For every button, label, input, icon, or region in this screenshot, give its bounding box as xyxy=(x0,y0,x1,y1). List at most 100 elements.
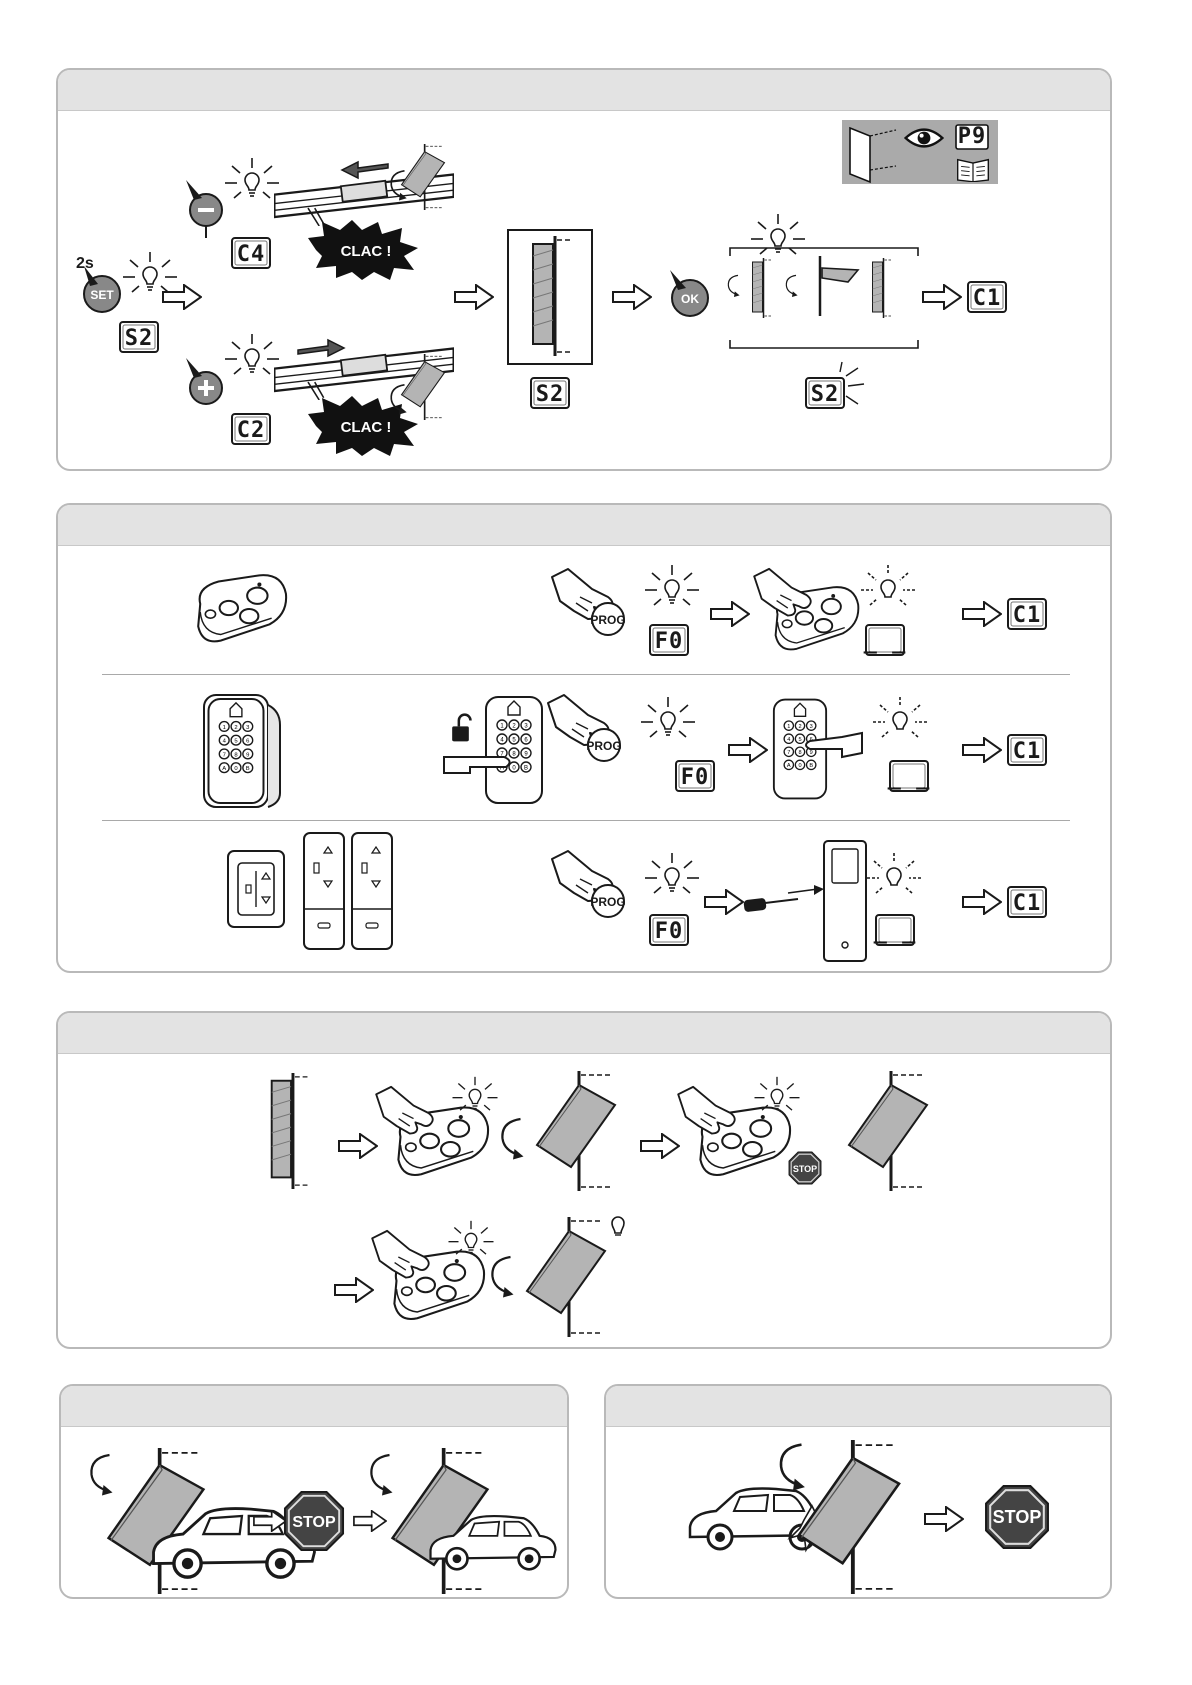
gate-closed-icon xyxy=(753,258,773,318)
arrow-icon xyxy=(455,285,493,309)
svg-text:CLAC !: CLAC ! xyxy=(341,243,392,260)
lamp-icon xyxy=(641,697,695,737)
minus-button-icon xyxy=(186,158,279,238)
obstacle-detection-diagram: STOP xyxy=(61,1386,569,1599)
arrow-icon xyxy=(705,890,743,914)
lamp-icon xyxy=(453,1077,498,1110)
display-c2: C2 xyxy=(232,414,270,444)
display-s2-selected: S2 xyxy=(531,378,569,408)
rotate-arrow-icon xyxy=(786,275,797,297)
clac-burst: CLAC ! xyxy=(308,220,418,280)
keyfob-remote-icon xyxy=(198,575,286,641)
svg-text:PROG: PROG xyxy=(590,613,625,627)
limit-setting-diagram: SET 2s S2 C4 CLAC ! xyxy=(58,70,1112,471)
arrow-icon xyxy=(354,1511,386,1531)
hand-icon xyxy=(754,569,811,616)
svg-text:STOP: STOP xyxy=(993,1507,1042,1527)
remote-programming-diagram: PROG F0 _ _ C1 xyxy=(58,505,1112,973)
rotate-arrow-icon xyxy=(371,1455,392,1496)
display-c1-result: C1 xyxy=(968,282,1006,312)
arrow-icon xyxy=(163,285,201,309)
display-c4: C4 xyxy=(232,238,270,268)
display-c1-result: C1 xyxy=(1008,735,1046,765)
svg-text:C1: C1 xyxy=(1013,891,1042,916)
clac-burst: CLAC ! xyxy=(308,396,418,456)
display-c1-result: C1 xyxy=(1008,599,1046,629)
svg-text:PROG: PROG xyxy=(590,895,625,909)
svg-text:F0: F0 xyxy=(655,629,684,654)
display-s2-start: S2 xyxy=(120,322,158,352)
svg-text:STOP: STOP xyxy=(793,1164,817,1174)
svg-text:S2: S2 xyxy=(125,326,154,351)
svg-text:C4: C4 xyxy=(237,242,266,267)
prog-press-icon: PROG xyxy=(552,569,626,635)
svg-text:_ _: _ _ xyxy=(888,765,931,790)
svg-text:S2: S2 xyxy=(536,382,565,407)
arrow-icon xyxy=(963,890,1001,914)
svg-text:F0: F0 xyxy=(681,765,710,790)
lamp-icon xyxy=(645,565,699,605)
lamp-blinking-icon xyxy=(867,853,921,893)
rotate-arrow-icon xyxy=(91,1455,112,1496)
gate-open-icon xyxy=(527,1217,605,1337)
lamp-blinking-icon xyxy=(861,565,915,605)
display-f0: F0 xyxy=(676,761,714,791)
panel-impact-detection: STOP xyxy=(604,1384,1112,1599)
arrow-icon xyxy=(335,1278,373,1302)
info-box: P9 xyxy=(842,120,998,184)
svg-text:CLAC !: CLAC ! xyxy=(341,419,392,436)
wall-remote-icon xyxy=(352,833,392,949)
gate-closed-icon xyxy=(873,258,893,318)
svg-text:STOP: STOP xyxy=(292,1514,336,1531)
remote-open-icon xyxy=(824,841,866,961)
gate-fully-open-icon xyxy=(820,256,858,316)
prog-press-icon: PROG xyxy=(552,851,626,917)
arrow-icon xyxy=(923,285,961,309)
svg-text:C1: C1 xyxy=(1013,603,1042,628)
svg-text:S2: S2 xyxy=(811,382,840,407)
lamp-icon xyxy=(645,853,699,893)
stop-badge: STOP xyxy=(789,1152,821,1184)
lamp-icon xyxy=(755,1077,800,1110)
arrow-icon xyxy=(613,285,651,309)
svg-text:PROG: PROG xyxy=(586,739,621,753)
svg-text:2s: 2s xyxy=(76,255,94,272)
plus-button-icon xyxy=(186,334,279,404)
display-empty: _ _ xyxy=(874,915,917,945)
hand-icon xyxy=(372,1231,429,1278)
impact-detection-diagram: STOP xyxy=(606,1386,1112,1599)
rotate-arrow-icon xyxy=(492,1257,513,1298)
hand-icon xyxy=(678,1087,735,1134)
stop-badge: STOP xyxy=(986,1486,1048,1548)
svg-text:SET: SET xyxy=(90,288,114,302)
gate-open-icon xyxy=(537,1071,615,1191)
svg-text:_ _: _ _ xyxy=(874,919,917,944)
svg-text:C2: C2 xyxy=(237,418,266,443)
panel-limit-setting: SET 2s S2 C4 CLAC ! xyxy=(56,68,1112,471)
rotate-arrow-icon xyxy=(781,1445,805,1491)
gate-closed-icon xyxy=(272,1073,311,1189)
arrow-icon xyxy=(925,1507,963,1531)
display-s2-blinking: S2 xyxy=(806,362,864,408)
display-f0: F0 xyxy=(650,625,688,655)
rotate-arrow-icon xyxy=(728,275,739,297)
lamp-icon xyxy=(449,1221,494,1254)
svg-text:P9: P9 xyxy=(958,124,987,149)
set-button-icon: SET 2s xyxy=(76,252,177,312)
lamp-blinking-icon xyxy=(873,697,927,737)
panel-obstacle-detection: STOP xyxy=(59,1384,569,1599)
svg-text:F0: F0 xyxy=(655,919,684,944)
arrow-icon xyxy=(641,1134,679,1158)
display-c1-result: C1 xyxy=(1008,887,1046,917)
hand-icon xyxy=(376,1087,433,1134)
wall-keypad-icon xyxy=(204,695,280,807)
arrow-icon xyxy=(711,602,749,626)
arrow-icon xyxy=(963,602,1001,626)
book-icon xyxy=(958,160,989,182)
display-empty: _ _ xyxy=(888,761,931,791)
panel-operation: STOP xyxy=(56,1011,1112,1349)
svg-text:C1: C1 xyxy=(973,286,1002,311)
unlock-icon xyxy=(452,715,470,742)
operation-diagram: STOP xyxy=(58,1013,1112,1349)
arrow-icon xyxy=(339,1134,377,1158)
